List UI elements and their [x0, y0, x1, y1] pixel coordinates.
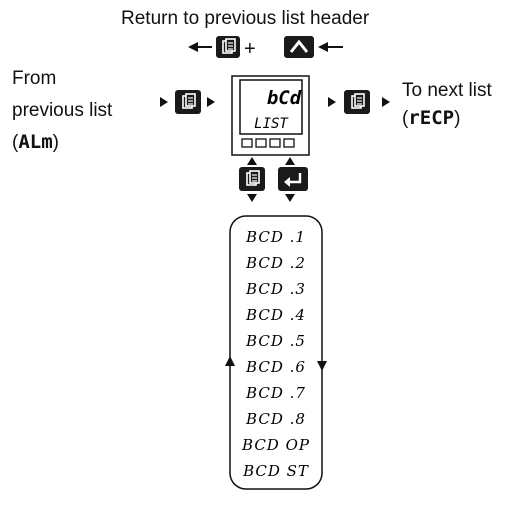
up-arrow-key-icon[interactable]	[284, 36, 314, 58]
previous-list-code: (ALm)	[12, 131, 59, 154]
right-output-arrows	[328, 97, 390, 107]
loop-down-arrow	[317, 361, 327, 371]
display-top-text: bCd	[267, 87, 302, 109]
return-header-label: Return to previous list header	[121, 8, 370, 29]
list-item: BCD .3	[245, 280, 306, 298]
left-input-arrows	[160, 97, 215, 107]
list-item: BCD OP	[241, 436, 310, 454]
list-item: BCD ST	[242, 462, 309, 480]
list-item: BCD .5	[245, 332, 306, 350]
display-bottom-text: LIST	[254, 116, 289, 132]
from-label: From	[12, 68, 57, 89]
plus-sign: +	[244, 38, 256, 60]
next-list-code: (rECP)	[402, 107, 460, 130]
top-left-arrow	[188, 42, 212, 52]
enter-key-icon[interactable]	[278, 167, 308, 191]
page-key-icon[interactable]	[344, 90, 370, 114]
top-right-arrow	[318, 42, 343, 52]
list-loop-border	[229, 215, 323, 490]
to-next-list-label: To next list	[402, 80, 492, 101]
list-item: BCD .4	[245, 306, 306, 324]
list-item: BCD .8	[245, 410, 306, 428]
page-key-icon[interactable]	[239, 167, 265, 191]
alm-code: ALm	[18, 131, 53, 153]
recp-code: rECP	[408, 107, 455, 129]
parameter-list: BCD .1 BCD .2 BCD .3 BCD .4 BCD .5 BCD .6 BCD …	[241, 228, 310, 480]
loop-up-arrow	[225, 356, 235, 366]
paren-open: (	[12, 132, 19, 153]
page-key-icon[interactable]	[175, 90, 201, 114]
controller-display	[231, 75, 310, 156]
paren-open: (	[402, 108, 409, 129]
display-key-arrows	[247, 157, 295, 202]
previous-list-label: previous list	[12, 100, 113, 121]
page-key-icon[interactable]	[216, 36, 240, 58]
paren-close: )	[52, 132, 59, 153]
paren-close: )	[454, 108, 461, 129]
list-item: BCD .7	[245, 384, 306, 402]
list-item: BCD .1	[245, 228, 306, 246]
list-item: BCD .2	[245, 254, 306, 272]
list-item: BCD .6	[245, 358, 306, 376]
